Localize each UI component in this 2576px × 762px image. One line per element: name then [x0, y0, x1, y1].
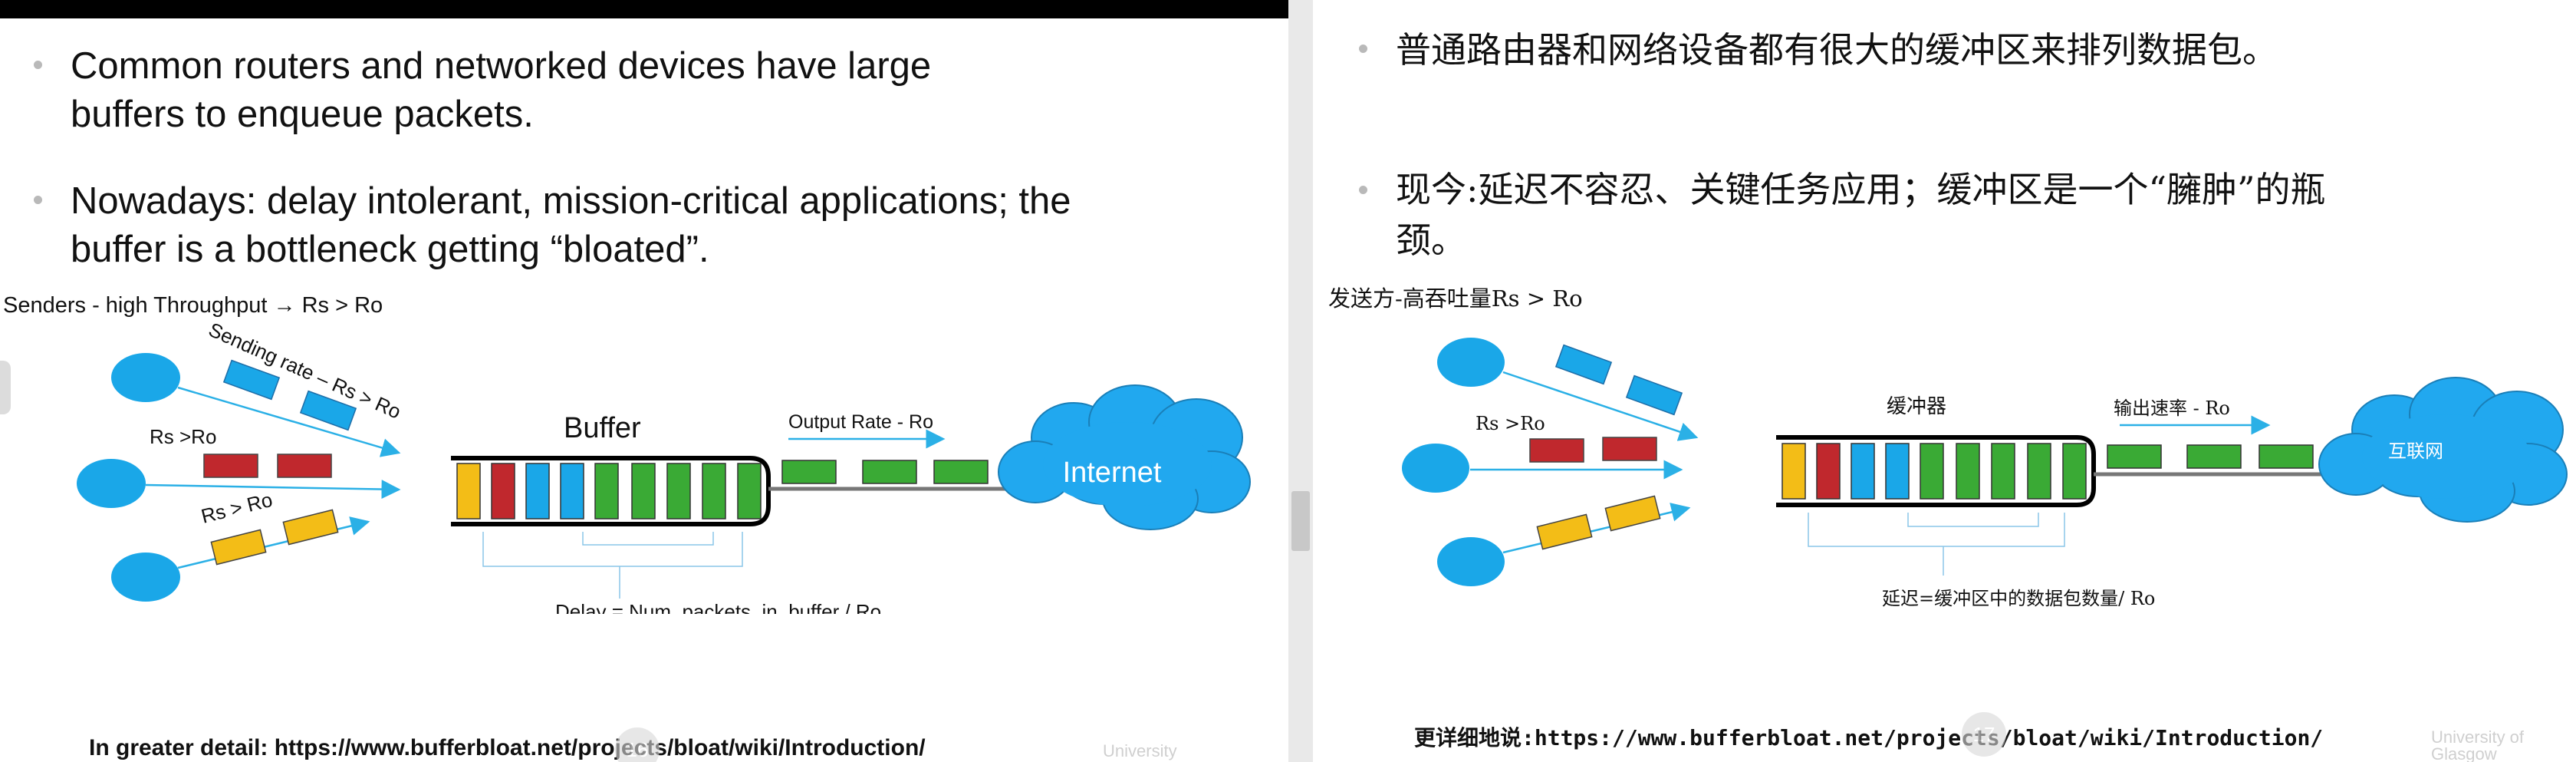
scrollbar-thumb[interactable] [1291, 491, 1310, 551]
buffer-shape [1776, 435, 2096, 507]
buffer-label: Buffer [564, 412, 641, 444]
buffer-shape [451, 456, 771, 526]
page-number: 17 [1962, 712, 2006, 757]
university-watermark: University [1103, 741, 1177, 760]
bullet-dot [34, 196, 42, 204]
slide-top-bar [0, 0, 1288, 18]
left-slide: Common routers and networked devices hav… [0, 0, 1288, 762]
bullet-text-1: Common routers and networked devices hav… [71, 45, 932, 135]
internet-cloud [998, 384, 1251, 530]
bullet-text-2: 现今:延迟不容忍、关键任务应用；缓冲区是一个“臃肿”的瓶颈。 [1396, 169, 2326, 261]
rs-label: Rs >Ro [1476, 413, 1545, 434]
delay-label: Delay = Num_packets_in_buffer / Ro [555, 600, 881, 614]
senders-label: Senders - high Throughput → Rs > Ro [3, 293, 383, 318]
bullet-text-2: Nowadays: delay intolerant, mission-crit… [71, 180, 1071, 270]
footer-link[interactable]: 更详细地说:https://www.bufferbloat.net/projec… [1414, 725, 2324, 750]
output-rate-label: Output Rate - Ro [788, 411, 933, 433]
internet-cloud [2318, 377, 2568, 523]
rs-label: Rs > Ro [199, 488, 275, 528]
panel-divider [1288, 0, 1313, 762]
sender-node [111, 553, 180, 602]
bufferbloat-diagram: Rs >Ro 缓冲器 输出速率 - Ro 互联网 延迟= [1402, 338, 2568, 609]
sender-node [111, 353, 180, 402]
internet-label: 互联网 [2388, 440, 2443, 462]
output-rate-label: 输出速率 - Ro [2114, 397, 2230, 419]
sender-node [1402, 444, 1469, 493]
bullet-dot [34, 61, 42, 69]
senders-label: 发送方-高吞吐量Rs > Ro [1328, 285, 1583, 312]
bullet-text-1: 普通路由器和网络设备都有很大的缓冲区来排列数据包。 [1396, 29, 2278, 71]
page-number: 16 [615, 727, 660, 762]
delay-label: 延迟=缓冲区中的数据包数量/ Ro [1882, 588, 2155, 609]
sender-node [77, 459, 146, 508]
bullet-dot [1359, 186, 1367, 194]
bufferbloat-diagram: Sending rate – Rs > Ro Rs >Ro Rs > Ro Bu… [77, 318, 1251, 614]
bullet-dot [1359, 45, 1367, 53]
internet-label: Internet [1063, 457, 1162, 489]
right-slide: 普通路由器和网络设备都有很大的缓冲区来排列数据包。 现今:延迟不容忍、关键任务应… [1313, 0, 2576, 762]
buffer-label: 缓冲器 [1887, 395, 1946, 418]
university-watermark: University of Glasgow [2431, 727, 2525, 762]
footer-link[interactable]: In greater detail: https://www.bufferblo… [89, 735, 926, 760]
sender-node [1437, 338, 1505, 387]
sender-node [1437, 537, 1505, 586]
rs-label: Rs >Ro [150, 425, 216, 448]
slide-nav-handle[interactable] [0, 361, 11, 414]
